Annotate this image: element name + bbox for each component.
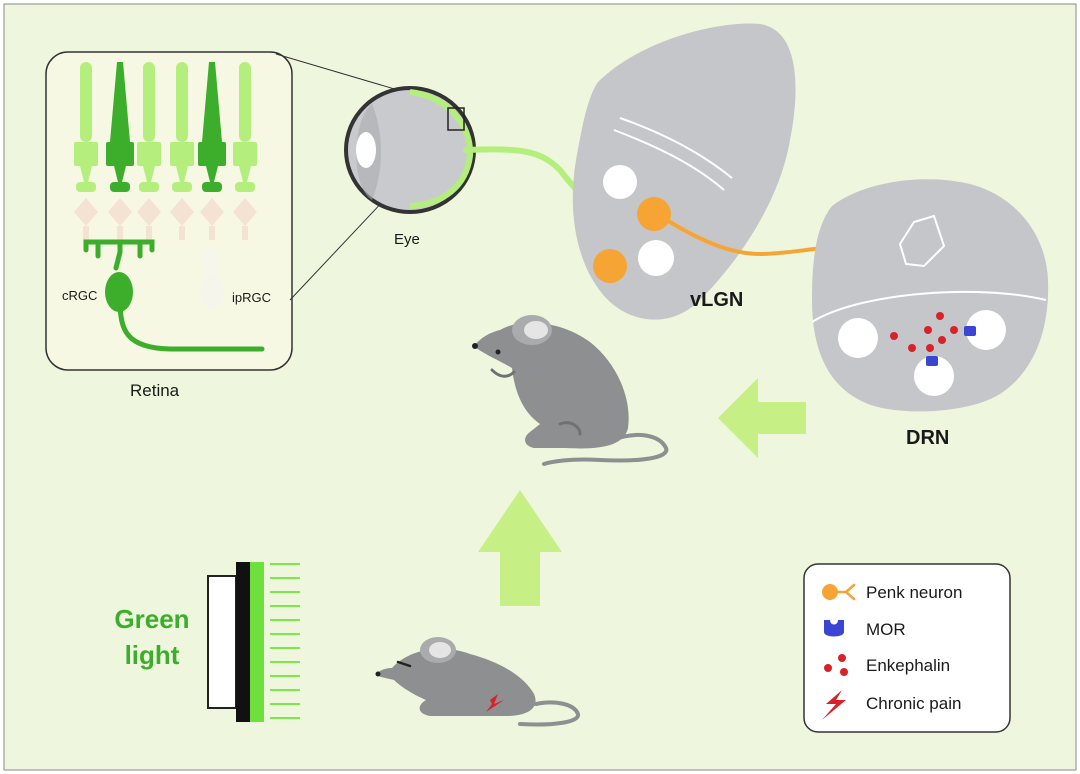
green-light-label-line2: light <box>125 640 180 670</box>
iprgc-cell <box>200 248 224 309</box>
mouse-top <box>472 315 669 466</box>
crgc-label: cRGC <box>62 288 97 303</box>
bipolar-cells <box>74 198 257 240</box>
crgc-soma <box>105 272 133 312</box>
iprgc-label: ipRGC <box>232 290 271 305</box>
vlgn-label: vLGN <box>690 289 743 311</box>
pain-bolt <box>486 694 504 712</box>
legend-label-mor: MOR <box>866 620 906 639</box>
vlgn-brain-region <box>572 23 796 320</box>
mor-icon <box>824 620 844 637</box>
eye-label: Eye <box>394 231 420 248</box>
legend-label-chronic-pain: Chronic pain <box>866 694 961 713</box>
mor-receptors <box>926 326 976 366</box>
mouse-bottom <box>375 637 580 727</box>
retina-label: Retina <box>130 381 180 400</box>
enkephalin-dots <box>890 312 958 352</box>
photoreceptor-rods <box>74 62 257 192</box>
arrow-up <box>478 490 562 606</box>
green-light-source <box>207 562 300 722</box>
penk-neuron-icon <box>822 583 856 601</box>
legend-label-enkephalin: Enkephalin <box>866 656 950 675</box>
retina-inset: cRGC ipRGC <box>45 51 293 371</box>
green-light-label-line1: Green <box>114 604 189 634</box>
eye <box>344 86 476 214</box>
penk-neuron-vlgn <box>593 197 671 283</box>
legend: Penk neuron MOR Enkephalin Chronic pain <box>803 563 1011 733</box>
legend-label-penk: Penk neuron <box>866 583 962 602</box>
drn-label: DRN <box>906 427 949 449</box>
drn-brain-region <box>811 179 1049 412</box>
arrow-left <box>718 378 806 458</box>
enkephalin-icon <box>824 654 848 676</box>
